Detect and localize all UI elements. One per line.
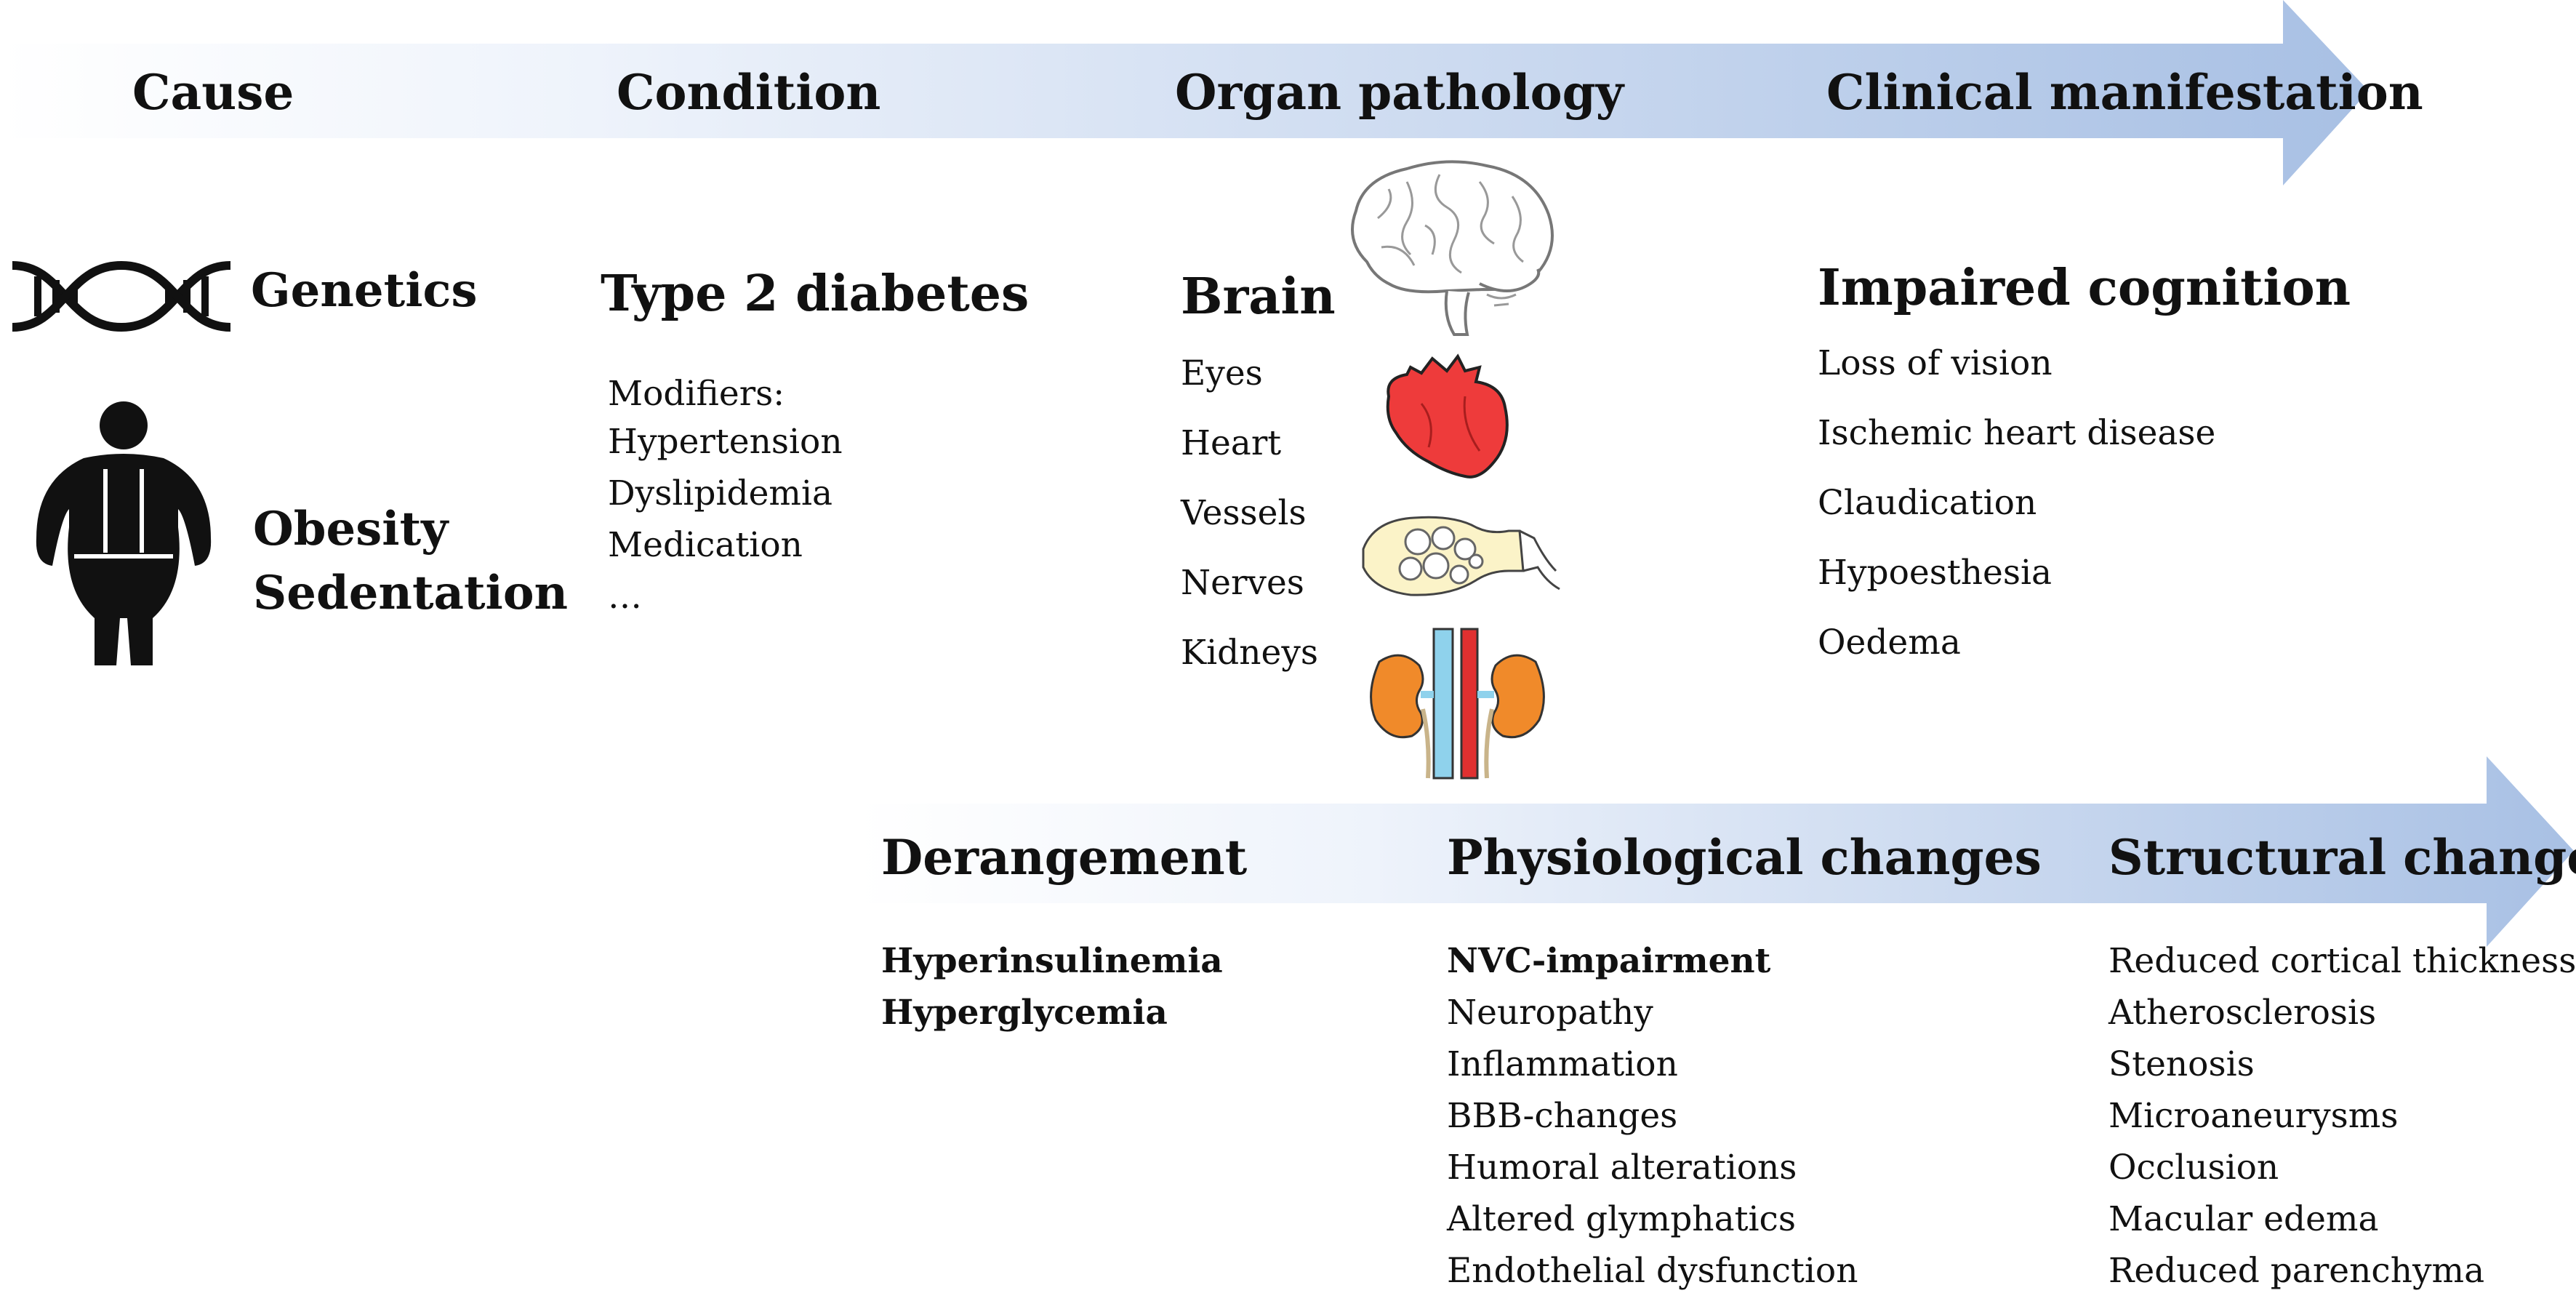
- header-cause: Cause: [132, 64, 294, 121]
- header-derangement: Derangement: [881, 829, 1248, 886]
- list-item: Humoral alterations: [1447, 1148, 1797, 1188]
- heart-icon: [1386, 353, 1509, 479]
- list-item: Endothelial dysfunction: [1447, 1251, 1858, 1291]
- header-organ-pathology: Organ pathology: [1175, 64, 1624, 121]
- cause-sedentation: Sedentation: [253, 566, 569, 620]
- header-structural-changes: Structural changes: [2108, 829, 2576, 886]
- list-item: Hypoesthesia: [1818, 553, 2053, 593]
- list-item: Reduced parenchyma: [2108, 1251, 2485, 1291]
- derangement-list: Hyperinsulinemia Hyperglycemia: [881, 940, 1223, 1043]
- list-item: Hyperinsulinemia: [881, 941, 1223, 981]
- list-item: Altered glymphatics: [1447, 1199, 1796, 1239]
- list-item: Eyes: [1181, 353, 1263, 393]
- physiological-list: NVC-impairment Neuropathy Inflammation B…: [1447, 940, 1858, 1301]
- modifiers-label: Modifiers:: [608, 374, 785, 414]
- list-item: Reduced cortical thickness: [2108, 941, 2576, 981]
- organ-title-brain: Brain: [1181, 268, 1336, 326]
- organ-list: Eyes Heart Vessels Nerves Kidneys: [1181, 352, 1318, 701]
- list-item: Oedema: [1818, 623, 1961, 662]
- list-item: BBB-changes: [1447, 1096, 1678, 1136]
- list-item: Hypertension: [608, 422, 843, 462]
- list-item-nvc-impairment: NVC-impairment: [1447, 941, 1771, 981]
- top-process-arrow: [0, 0, 2369, 185]
- list-item: Vessels: [1181, 493, 1307, 533]
- list-item: Macular edema: [2108, 1199, 2379, 1239]
- header-condition: Condition: [617, 64, 881, 121]
- clinical-list: Loss of vision Ischemic heart disease Cl…: [1818, 342, 2215, 691]
- clinical-title: Impaired cognition: [1818, 259, 2351, 317]
- bottom-process-arrow: [858, 756, 2574, 947]
- list-item: Inflammation: [1447, 1044, 1678, 1084]
- list-item: …: [608, 577, 642, 617]
- list-item: Dyslipidemia: [608, 473, 833, 513]
- list-item: Heart: [1181, 423, 1282, 463]
- dna-icon: [12, 260, 231, 332]
- list-item: Microaneurysms: [2108, 1096, 2399, 1136]
- brain-icon: [1351, 160, 1554, 336]
- list-item: Medication: [608, 525, 803, 565]
- list-item: Loss of vision: [1818, 343, 2053, 383]
- list-item: Ischemic heart disease: [1818, 413, 2216, 453]
- list-item: Kidneys: [1181, 633, 1318, 673]
- list-item: Nerves: [1181, 563, 1304, 603]
- header-clinical-manifestation: Clinical manifestation: [1826, 64, 2423, 121]
- obese-person-icon: [36, 401, 212, 665]
- list-item: Claudication: [1818, 483, 2037, 523]
- list-item: Occlusion: [2108, 1148, 2279, 1188]
- list-item: Hyperglycemia: [881, 993, 1168, 1033]
- kidneys-icon: [1370, 628, 1545, 780]
- cause-obesity: Obesity: [253, 502, 449, 556]
- list-item: Stenosis: [2108, 1044, 2255, 1084]
- condition-title: Type 2 diabetes: [601, 265, 1030, 323]
- structural-list: Reduced cortical thickness Atheroscleros…: [2108, 940, 2576, 1301]
- list-item: Atherosclerosis: [2108, 993, 2377, 1033]
- cause-genetics: Genetics: [251, 263, 478, 318]
- modifiers-list: Hypertension Dyslipidemia Medication …: [608, 420, 843, 627]
- nerve-icon: [1362, 516, 1560, 596]
- header-physiological-changes: Physiological changes: [1447, 829, 2042, 886]
- list-item: Neuropathy: [1447, 993, 1653, 1033]
